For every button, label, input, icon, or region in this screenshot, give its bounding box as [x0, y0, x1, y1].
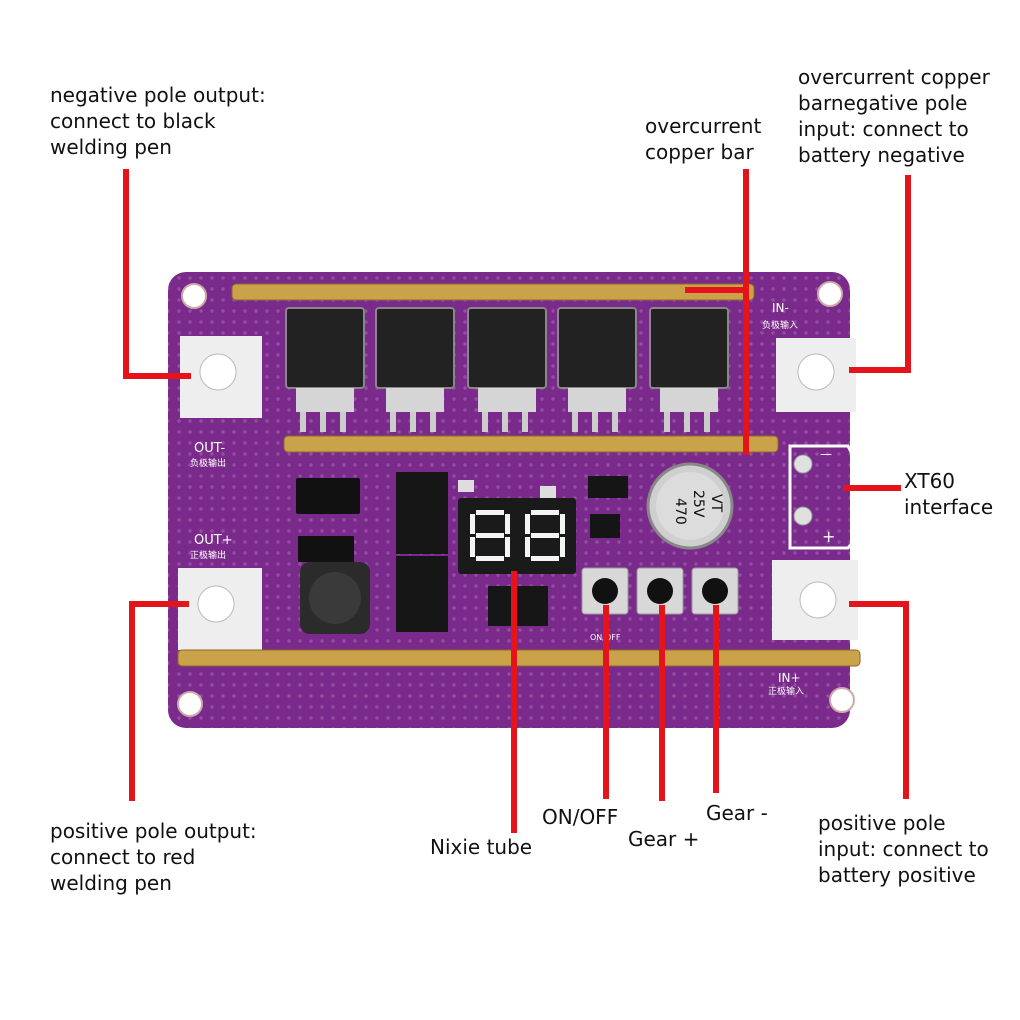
capacitor: 470 25V VT [646, 462, 734, 550]
capacitor-text-1: 470 [672, 498, 688, 525]
label-negative-pole-output: negative pole output: connect to black w… [50, 83, 266, 159]
label-positive-pole-input: positive pole input: connect to battery … [818, 811, 989, 887]
silk-out-plus-cn: 正极输出 [190, 549, 226, 561]
nixie-tube-display [458, 498, 576, 574]
mosfet-row [285, 307, 729, 432]
label-overcurrent-copper-bar: overcurrent copper bar [645, 114, 762, 164]
copper-bars [177, 283, 861, 667]
silk-in-minus: IN- [772, 301, 789, 315]
xt60-connector: — + [788, 444, 862, 550]
capacitor-text-2: 25V [690, 490, 706, 518]
capacitor-text-3: VT [708, 494, 724, 513]
label-gear-minus: Gear - [706, 801, 768, 825]
button-gear-minus[interactable] [691, 567, 739, 615]
misc-components [296, 472, 628, 634]
silk-out-minus: OUT- [194, 441, 225, 456]
silk-out-minus-cn: 负极输出 [190, 457, 226, 469]
mounting-holes [177, 281, 855, 717]
silk-in-plus: IN+ [778, 671, 801, 685]
label-xt60-interface: XT60 interface [904, 469, 994, 519]
xt60-minus-silk: — [820, 447, 832, 461]
silk-in-plus-cn: 正极输入 [768, 685, 804, 697]
label-nixie-tube: Nixie tube [430, 835, 533, 859]
xt60-plus-silk: + [822, 527, 835, 546]
callout-lines [123, 169, 911, 833]
silk-in-minus-cn: 负极输入 [762, 319, 798, 331]
label-positive-pole-output: positive pole output: connect to red wel… [50, 819, 257, 895]
label-onoff: ON/OFF [542, 805, 619, 829]
label-negative-pole-input: overcurrent copper barnegative pole inpu… [798, 65, 990, 167]
terminal-pads [178, 336, 858, 650]
label-gear-plus: Gear + [628, 827, 700, 851]
silk-out-plus: OUT+ [194, 533, 233, 548]
